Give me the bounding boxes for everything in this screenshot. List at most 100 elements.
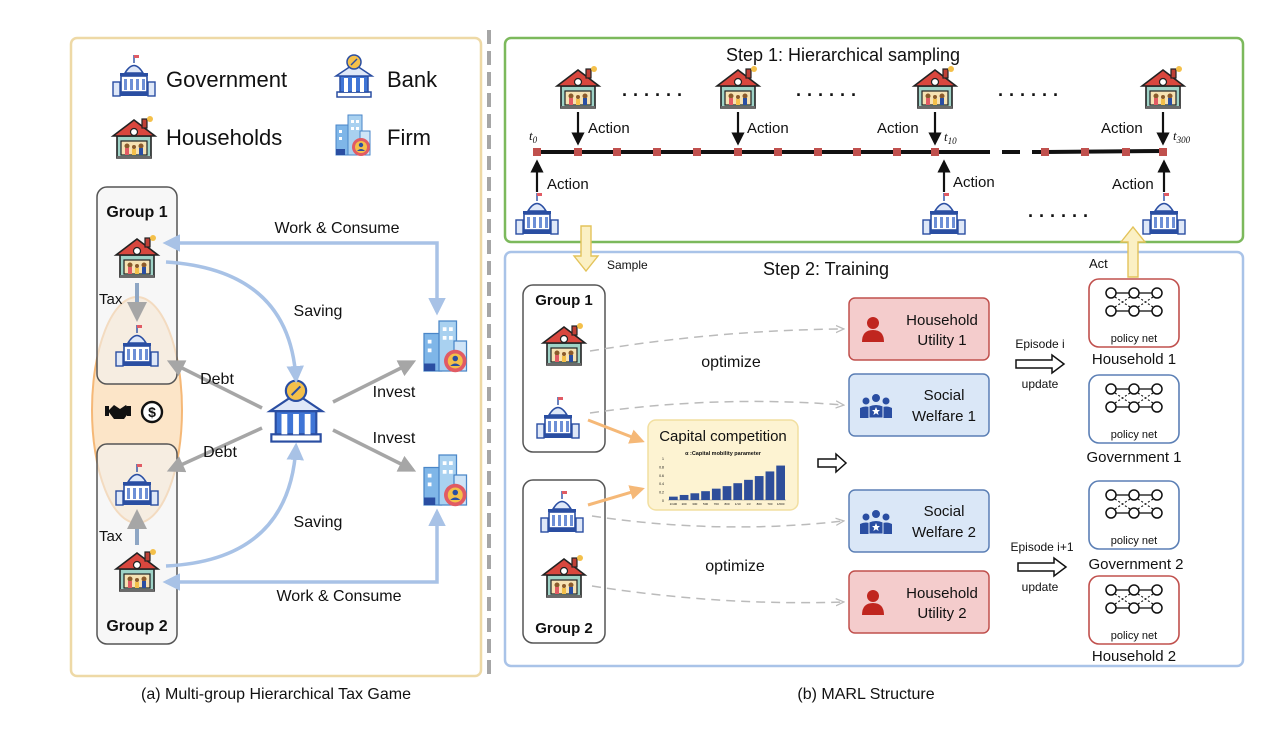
optimize-line-g2 xyxy=(591,515,843,528)
svg-text:$: $ xyxy=(148,404,156,420)
policy-net-label: policy net xyxy=(1111,630,1157,642)
policy-net-household-2: policy net xyxy=(1088,575,1180,645)
invest-bottom-label: Invest xyxy=(373,430,416,447)
group2-label: Group 2 xyxy=(106,618,167,635)
action-label-g1: Action xyxy=(547,176,589,193)
action-label-h3: Action xyxy=(877,120,919,137)
capital-bar xyxy=(776,465,785,500)
invest-top-arrow xyxy=(332,360,417,404)
invest-bottom-arrow xyxy=(332,428,417,472)
timeline-marker xyxy=(853,148,861,156)
social-welfare-2-line1: Social xyxy=(924,503,965,520)
episode-i1-arrow xyxy=(1017,556,1068,578)
update-label-2: update xyxy=(1022,580,1059,594)
dots-bottom: · · · · · · xyxy=(1028,206,1089,226)
work-consume-top-arrow xyxy=(162,234,446,316)
t0-label: t0 xyxy=(529,128,538,145)
timeline-marker xyxy=(1122,148,1130,156)
step1-title: Step 1: Hierarchical sampling xyxy=(726,45,960,65)
saving-top-label: Saving xyxy=(294,303,343,320)
action-label-g3: Action xyxy=(1112,176,1154,193)
capital-chart-xtick: 500 xyxy=(703,502,708,506)
timeline-marker xyxy=(574,148,582,156)
timeline-marker xyxy=(931,148,939,156)
capital-bar xyxy=(711,488,721,500)
caption-a: (a) Multi-group Hierarchical Tax Game xyxy=(141,686,411,703)
capital-chart-ytick: 1 xyxy=(662,457,664,461)
group1-label: Group 1 xyxy=(106,204,167,221)
work-consume-top-label: Work & Consume xyxy=(274,220,399,237)
timeline-marker xyxy=(893,148,901,156)
capital-chart-ytick: 0.6 xyxy=(659,474,664,478)
capital-chart-xtick: 700 xyxy=(767,502,772,506)
work-consume-bottom-label: Work & Consume xyxy=(276,588,401,605)
step2-group2-label: Group 2 xyxy=(535,620,593,637)
capital-chart-ytick: 0 xyxy=(662,499,664,503)
net-label-household-1: Household 1 xyxy=(1092,351,1176,368)
capital-chart-ytick: 0.8 xyxy=(659,465,664,469)
action-label-h2: Action xyxy=(747,120,789,137)
tax-label-bottom: Tax xyxy=(99,528,123,545)
social-welfare-1-line2: Welfare 1 xyxy=(912,408,976,425)
optimize-label-bottom: optimize xyxy=(705,558,765,575)
timeline-marker xyxy=(734,148,742,156)
timeline-marker xyxy=(653,148,661,156)
step2-group1-box xyxy=(522,284,606,453)
household-utility-1-line1: Household xyxy=(906,312,978,329)
debt-bottom-label: Debt xyxy=(203,444,237,461)
sample-arrow xyxy=(572,225,600,273)
capital-chart-xtick: 800 xyxy=(724,502,729,506)
invest-top-label: Invest xyxy=(373,384,416,401)
step2-group1-label: Group 1 xyxy=(535,292,593,309)
timeline-marker xyxy=(1041,148,1049,156)
social-welfare-1-line1: Social xyxy=(924,387,965,404)
social-welfare-1-box: Social Welfare 1 xyxy=(848,373,990,437)
social-welfare-2-box: Social Welfare 2 xyxy=(848,489,990,553)
handshake-icon xyxy=(105,405,131,419)
debt-top-arrow xyxy=(166,360,263,410)
household-utility-2-line2: Utility 2 xyxy=(917,605,966,622)
capital-bar xyxy=(679,494,689,500)
dots-top-3: · · · · · · xyxy=(998,85,1059,105)
capital-competition-title: Capital competition xyxy=(659,428,787,445)
step2-title: Step 2: Training xyxy=(763,259,889,279)
capital-bar xyxy=(744,479,753,500)
capital-chart-xtick: 1/10 xyxy=(735,502,741,506)
timeline-marker xyxy=(693,148,701,156)
capital-chart-ytick: 0.4 xyxy=(659,482,664,486)
optimize-line-g1 xyxy=(589,401,843,414)
timeline-marker xyxy=(814,148,822,156)
t10-label: t10 xyxy=(944,129,957,146)
capital-bar xyxy=(701,491,710,500)
legend-firm: Firm xyxy=(387,125,431,150)
caption-b: (b) MARL Structure xyxy=(797,686,934,703)
saving-bottom-arrow xyxy=(165,442,304,568)
capital-chart-ytick: 0.2 xyxy=(659,491,664,495)
sample-label: Sample xyxy=(607,258,648,272)
dollar-coin-icon: $ xyxy=(140,400,164,424)
capital-bar xyxy=(754,476,764,500)
optimize-line-h1 xyxy=(589,329,843,352)
tax-label-top: Tax xyxy=(99,291,123,308)
episode-i-arrow xyxy=(1015,353,1066,375)
saving-bottom-label: Saving xyxy=(294,514,343,531)
optimize-line-h2 xyxy=(591,585,843,603)
timeline-markers xyxy=(533,148,1167,156)
household-utility-2-box: Household Utility 2 xyxy=(848,570,990,634)
capital-arrow-group2 xyxy=(587,485,645,507)
dots-top-2: · · · · · · xyxy=(796,85,857,105)
capital-bar xyxy=(765,471,775,500)
net-label-government-1: Government 1 xyxy=(1086,449,1181,466)
legend-households: Households xyxy=(166,125,282,150)
capital-chart-xtick: 1/000 xyxy=(777,502,785,506)
timeline-marker xyxy=(613,148,621,156)
timeline-marker xyxy=(1081,148,1089,156)
timeline-marker xyxy=(1159,148,1167,156)
double-arrow-capital xyxy=(817,452,848,474)
act-label: Act xyxy=(1089,256,1108,271)
action-label-h4: Action xyxy=(1101,120,1143,137)
update-label-1: update xyxy=(1022,377,1059,391)
capital-bar xyxy=(669,496,678,500)
